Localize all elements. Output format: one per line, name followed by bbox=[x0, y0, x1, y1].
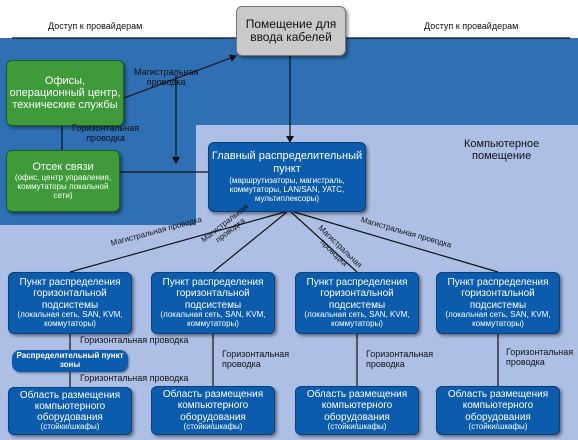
main-distribution-node: Главный распределительный пункт (маршрут… bbox=[208, 142, 366, 212]
offices-node: Офисы, операционный центр, технические с… bbox=[6, 60, 124, 126]
zone-distribution-label: Распределительный пункт зоны bbox=[16, 351, 124, 370]
equipment-area-subtitle-4: (стойки/шкафы) bbox=[468, 421, 528, 431]
horizontal-distribution-title-2: Пункт распределения горизонтальной подси… bbox=[162, 277, 264, 311]
horizontal-label-1b: Горизонтальная проводка bbox=[80, 373, 189, 383]
equipment-area-title-2: Область размещения компьютерного оборудо… bbox=[162, 389, 264, 423]
horizontal-distribution-node-4: Пункт распределения горизонтальной подси… bbox=[436, 272, 560, 334]
telecom-room-title: Отсек связи bbox=[32, 161, 94, 174]
horizontal-distribution-title-4: Пункт распределения горизонтальной подси… bbox=[447, 277, 549, 311]
equipment-area-node-3: Область размещения компьютерного оборудо… bbox=[295, 386, 419, 435]
mda-hda4-line bbox=[293, 211, 499, 273]
mda-hda1-line bbox=[69, 211, 286, 273]
offices-backbone-line bbox=[123, 54, 237, 99]
equipment-area-subtitle-1: (стойки/шкафы) bbox=[40, 422, 100, 432]
equipment-area-subtitle-3: (стойки/шкафы) bbox=[327, 421, 387, 431]
horizontal-distribution-title-1: Пункт распределения горизонтальной подси… bbox=[19, 277, 121, 311]
horizontal-distribution-subtitle-2: (локальная сеть, SAN, KVM, коммутаторы) bbox=[160, 309, 266, 328]
horizontal-distribution-subtitle-4: (локальная сеть, SAN, KVM, коммутаторы) bbox=[445, 309, 551, 328]
horizontal-label-1a: Горизонтальная проводка bbox=[80, 335, 189, 345]
offices-node-label: Офисы, операционный центр, технические с… bbox=[9, 74, 121, 112]
horizontal-distribution-title-3: Пункт распределения горизонтальной подси… bbox=[306, 277, 408, 311]
mda-hda3-line bbox=[290, 211, 358, 273]
provider-access-label-right: Доступ к провайдерам bbox=[424, 21, 519, 31]
telecom-room-subtitle: (офис, центр управления, коммутаторы лок… bbox=[14, 172, 112, 200]
telecom-room-node: Отсек связи (офис, центр управления, ком… bbox=[6, 150, 120, 212]
equipment-area-title-3: Область размещения компьютерного оборудо… bbox=[306, 389, 408, 423]
provider-access-label-left: Доступ к провайдерам bbox=[48, 21, 143, 31]
horizontal-distribution-subtitle-1: (локальная сеть, SAN, KVM, коммутаторы) bbox=[17, 309, 123, 328]
cable-entry-room: Помещение для ввода кабелей bbox=[236, 6, 346, 56]
horizontal-distribution-node-1: Пункт распределения горизонтальной подси… bbox=[8, 272, 132, 334]
equipment-area-subtitle-2: (стойки/шкафы) bbox=[183, 421, 243, 431]
equipment-area-node-1: Область размещения компьютерного оборудо… bbox=[8, 387, 132, 435]
horizontal-distribution-node-3: Пункт распределения горизонтальной подси… bbox=[295, 272, 419, 334]
main-distribution-title: Главный распределительный пункт bbox=[211, 150, 363, 175]
equipment-area-title-1: Область размещения компьютерного оборудо… bbox=[19, 389, 121, 424]
zone-distribution-node: Распределительный пункт зоны bbox=[12, 350, 128, 372]
main-distribution-subtitle: (маршрутизаторы, магистраль, коммутаторы… bbox=[229, 175, 345, 203]
cable-entry-room-label: Помещение для ввода кабелей bbox=[245, 16, 337, 44]
equipment-area-title-4: Область размещения компьютерного оборудо… bbox=[447, 389, 549, 423]
mda-hda2-line bbox=[212, 211, 288, 273]
horizontal-distribution-node-2: Пункт распределения горизонтальной подси… bbox=[151, 272, 275, 334]
equipment-area-node-2: Область размещения компьютерного оборудо… bbox=[151, 386, 275, 435]
horizontal-distribution-subtitle-3: (локальная сеть, SAN, KVM, коммутаторы) bbox=[304, 309, 410, 328]
equipment-area-node-4: Область размещения компьютерного оборудо… bbox=[436, 386, 560, 435]
